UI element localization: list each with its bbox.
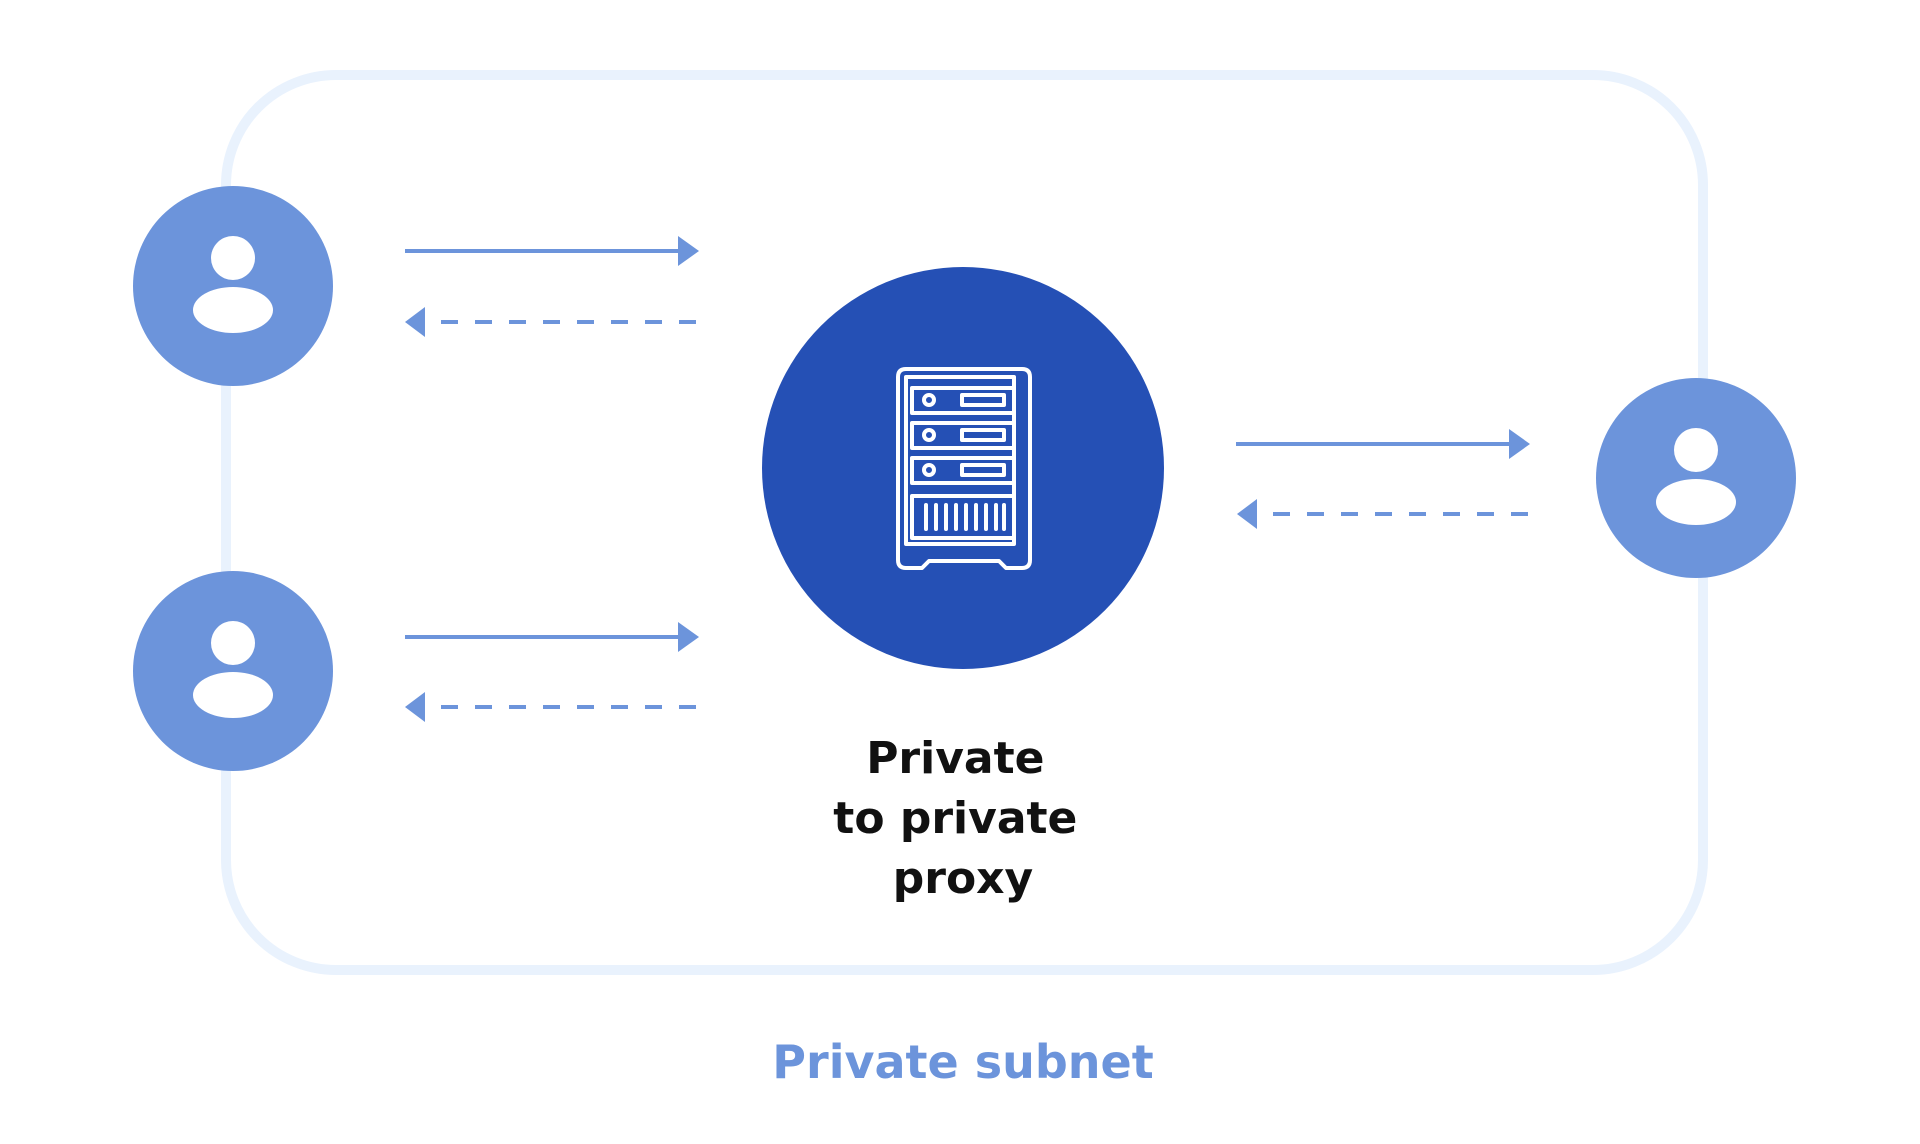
user-icon: [1656, 428, 1736, 525]
user-icon: [193, 236, 273, 333]
user-node-bottom-left: [133, 571, 333, 771]
server-rack-icon: [896, 367, 1032, 570]
response-arrow-bottom-left: [405, 692, 699, 722]
response-arrow-right: [1237, 499, 1530, 529]
response-arrow-top-left: [405, 307, 699, 337]
request-arrow-right: [1236, 429, 1530, 459]
proxy-node: [762, 267, 1164, 669]
proxy-label: Private to private proxy: [833, 733, 1092, 904]
proxy-label-line-2: to private: [833, 793, 1077, 844]
request-arrow-top-left: [405, 236, 699, 266]
user-icon: [193, 621, 273, 718]
proxy-label-line-3: proxy: [893, 853, 1034, 904]
subnet-label: Private subnet: [772, 1035, 1153, 1089]
user-node-right: [1596, 378, 1796, 578]
user-node-top-left: [133, 186, 333, 386]
proxy-label-line-1: Private: [866, 733, 1044, 784]
request-arrow-bottom-left: [405, 622, 699, 652]
